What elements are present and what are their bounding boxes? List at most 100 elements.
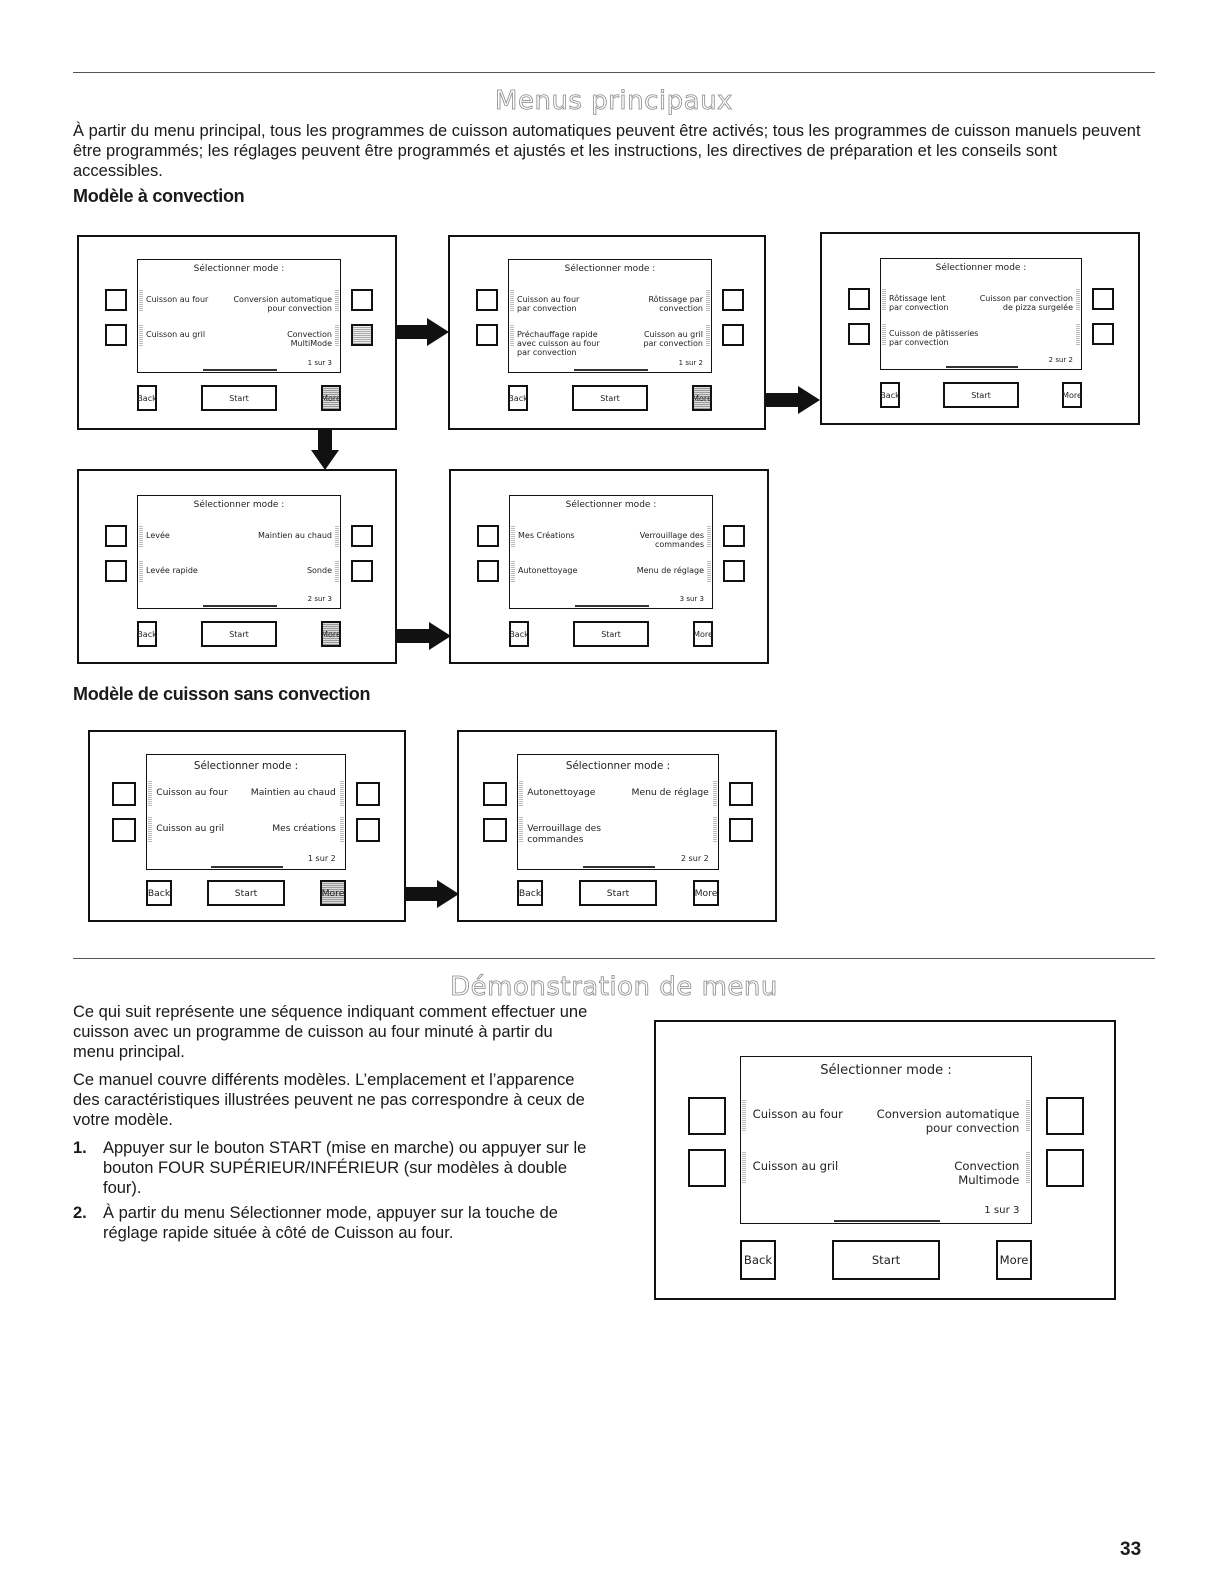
quick-set-button-right-2[interactable]	[351, 560, 373, 582]
back-button[interactable]: Back	[509, 621, 529, 647]
back-button[interactable]: Back	[146, 880, 172, 906]
option-top-right: Maintien au chaud	[250, 787, 336, 799]
arrow-right-icon	[397, 622, 451, 650]
quick-set-button-left-2[interactable]	[105, 560, 127, 582]
back-button[interactable]: Back	[880, 382, 900, 408]
more-button[interactable]: More	[693, 621, 713, 647]
arrow-right-icon	[405, 880, 459, 908]
quick-set-button-right-1[interactable]	[722, 289, 744, 311]
scroll-indicator	[575, 605, 649, 607]
quick-set-button-left-1[interactable]	[848, 288, 870, 310]
more-button[interactable]: More	[693, 880, 719, 906]
screen-title: Sélectionner mode :	[564, 264, 656, 274]
intro-paragraph: À partir du menu principal, tous les pro…	[73, 122, 1141, 180]
option-top-left: Mes Créations	[518, 531, 575, 540]
quick-set-button-right-1[interactable]	[351, 289, 373, 311]
subhead-no-convection: Modèle de cuisson sans convection	[73, 684, 371, 704]
quick-set-button-right-2[interactable]	[1092, 323, 1114, 345]
quick-set-button-left-2[interactable]	[477, 560, 499, 582]
control-panel-diagram: Sélectionner mode : Levée Maintien au chau…	[77, 469, 397, 664]
quick-set-button-left-1[interactable]	[477, 525, 499, 547]
back-button[interactable]: Back	[508, 385, 528, 411]
start-button[interactable]: Start	[573, 621, 649, 647]
step-text: À partir du menu Sélectionner mode, appu…	[103, 1204, 558, 1242]
quick-set-button-left-1[interactable]	[105, 525, 127, 547]
arrow-down-icon	[311, 428, 339, 470]
quick-set-button-right-2[interactable]	[351, 324, 373, 346]
more-button[interactable]: More	[692, 385, 712, 411]
quick-set-button-left-2[interactable]	[688, 1149, 726, 1187]
start-button[interactable]: Start	[207, 880, 285, 906]
option-bottom-left: Préchauffage rapide avec cuisson au four…	[517, 330, 600, 358]
arrow-right-icon	[766, 386, 820, 414]
screen-title: Sélectionner mode :	[565, 500, 657, 510]
quick-set-button-right-1[interactable]	[1092, 288, 1114, 310]
display-screen: Sélectionner mode :Cuisson au four par c…	[508, 259, 712, 373]
quick-set-button-right-2[interactable]	[729, 818, 753, 842]
more-button[interactable]: More	[321, 621, 341, 647]
quick-set-button-left-1[interactable]	[476, 289, 498, 311]
back-button[interactable]: Back	[740, 1240, 776, 1280]
option-top-left: Autonettoyage	[527, 787, 596, 799]
option-top-right: Cuisson par convection de pizza surgelée	[979, 294, 1073, 313]
quick-set-button-left-1[interactable]	[105, 289, 127, 311]
quick-set-button-right-1[interactable]	[723, 525, 745, 547]
option-top-right: Conversion automatique pour convection	[876, 1107, 1020, 1135]
start-button[interactable]: Start	[201, 385, 277, 411]
list-item: 1. Appuyer sur le bouton START (mise en m…	[73, 1138, 603, 1198]
page-indicator: 2 sur 2	[680, 854, 709, 864]
subhead-convection: Modèle à convection	[73, 186, 245, 206]
quick-set-button-right-1[interactable]	[729, 782, 753, 806]
start-button[interactable]: Start	[832, 1240, 940, 1280]
option-bottom-left: Cuisson au gril	[146, 330, 206, 339]
scroll-indicator	[203, 369, 277, 371]
option-bottom-left: Verrouillage des commandes	[527, 823, 602, 845]
more-button[interactable]: More	[1062, 382, 1082, 408]
quick-set-button-left-2[interactable]	[112, 818, 136, 842]
quick-set-button-right-2[interactable]	[722, 324, 744, 346]
more-button[interactable]: More	[321, 385, 341, 411]
page-number: 33	[1120, 1539, 1142, 1560]
option-bottom-left: Autonettoyage	[518, 566, 578, 575]
quick-set-button-left-2[interactable]	[848, 323, 870, 345]
step-number: 1.	[73, 1139, 87, 1157]
more-button[interactable]: More	[320, 880, 346, 906]
quick-set-button-right-2[interactable]	[356, 818, 380, 842]
back-button[interactable]: Back	[137, 621, 157, 647]
quick-set-button-right-1[interactable]	[351, 525, 373, 547]
option-bottom-left: Cuisson de pâtisseries par convection	[889, 329, 979, 348]
start-button[interactable]: Start	[201, 621, 277, 647]
page-indicator: 1 sur 2	[307, 854, 336, 864]
option-top-left: Levée	[146, 531, 170, 540]
start-button[interactable]: Start	[943, 382, 1019, 408]
quick-set-button-right-1[interactable]	[1046, 1097, 1084, 1135]
step-text: Appuyer sur le bouton START (mise en mar…	[103, 1139, 587, 1197]
screen-title: Sélectionner mode :	[820, 1062, 952, 1078]
scroll-indicator	[834, 1220, 940, 1222]
quick-set-button-right-2[interactable]	[1046, 1149, 1084, 1187]
option-top-right: Maintien au chaud	[257, 531, 332, 540]
option-top-left: Cuisson au four	[146, 295, 209, 304]
quick-set-button-right-2[interactable]	[723, 560, 745, 582]
quick-set-button-left-1[interactable]	[483, 782, 507, 806]
screen-title: Sélectionner mode :	[193, 500, 285, 510]
section-rule	[73, 958, 1155, 959]
quick-set-button-left-2[interactable]	[105, 324, 127, 346]
step-number: 2.	[73, 1204, 87, 1222]
start-button[interactable]: Start	[572, 385, 648, 411]
start-button[interactable]: Start	[579, 880, 657, 906]
scroll-indicator	[574, 369, 648, 371]
screen-title: Sélectionner mode :	[565, 759, 671, 772]
back-button[interactable]: Back	[517, 880, 543, 906]
quick-set-button-right-1[interactable]	[356, 782, 380, 806]
option-top-left: Cuisson au four	[752, 1107, 843, 1122]
more-button[interactable]: More	[996, 1240, 1032, 1280]
back-button[interactable]: Back	[137, 385, 157, 411]
quick-set-button-left-1[interactable]	[688, 1097, 726, 1135]
quick-set-button-left-2[interactable]	[476, 324, 498, 346]
quick-set-button-left-1[interactable]	[112, 782, 136, 806]
quick-set-button-left-2[interactable]	[483, 818, 507, 842]
